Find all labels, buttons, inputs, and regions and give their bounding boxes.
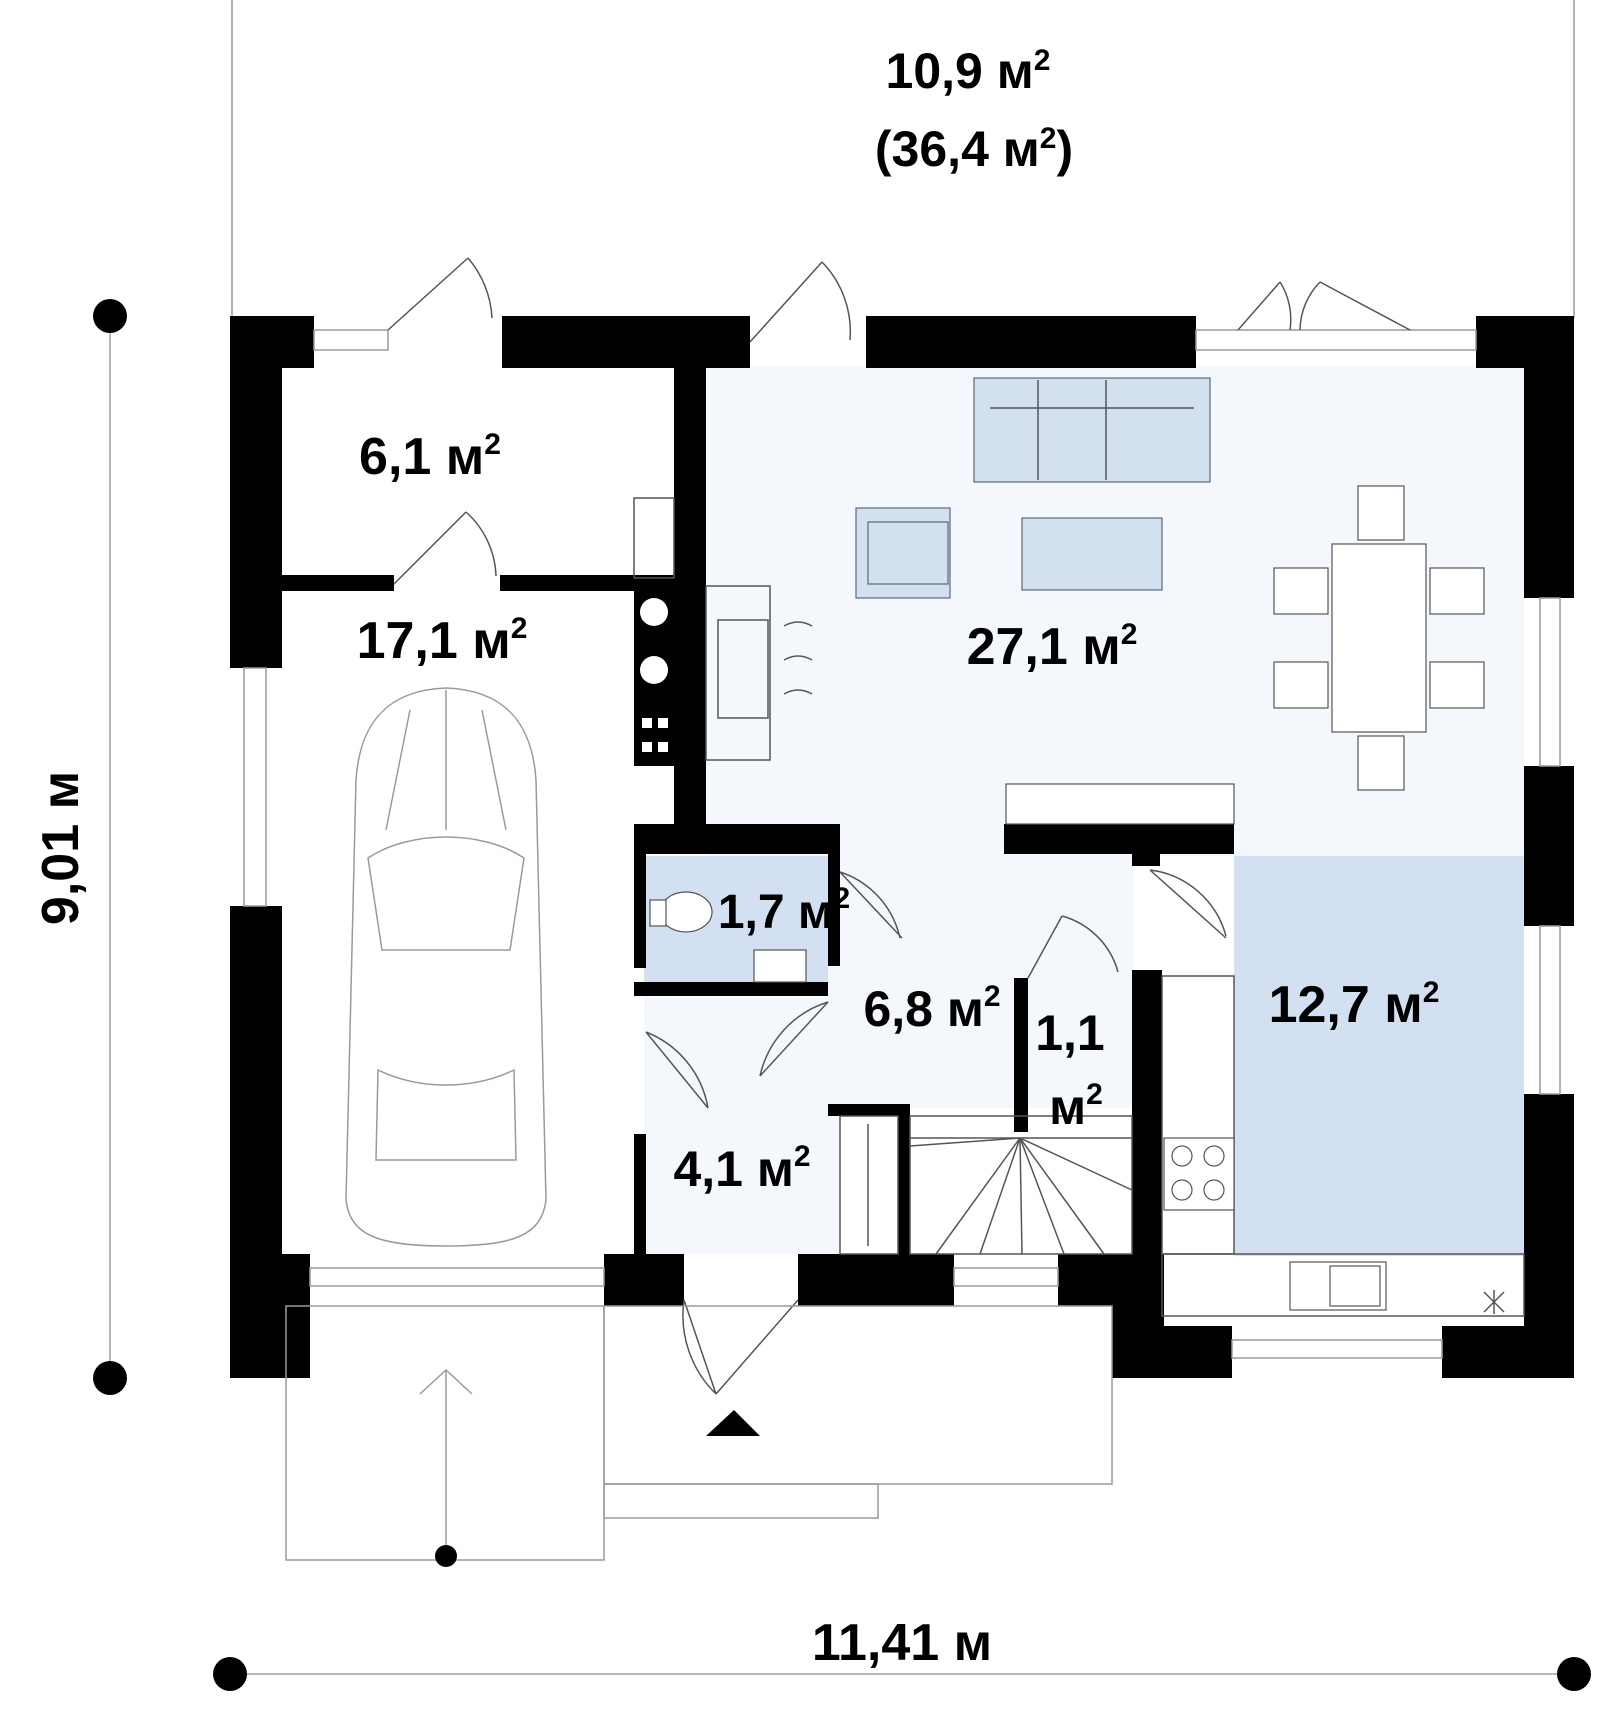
entrance-arrow-icon xyxy=(706,1410,760,1436)
windows xyxy=(243,329,1561,1359)
boiler-unit-icon xyxy=(634,590,674,766)
overall-width-label: 11,41 м xyxy=(812,1614,992,1672)
coffee-table-icon xyxy=(1021,517,1163,591)
dimension-vertical xyxy=(93,299,127,1395)
room-label-closet-line1: 1,1 xyxy=(1035,1005,1105,1061)
room-label-utility: 6,1 м2 xyxy=(359,428,501,486)
exterior-walls xyxy=(230,316,1574,1378)
wc-sink-icon xyxy=(753,949,807,983)
vestibule-floor xyxy=(644,998,840,1254)
driveway-marker xyxy=(435,1545,457,1567)
car-icon xyxy=(345,687,547,1247)
dining-table-icon xyxy=(1273,485,1485,791)
room-label-wc: 1,7 м2 xyxy=(718,882,850,939)
doors xyxy=(387,257,1411,1395)
sink-garage-icon xyxy=(633,497,675,579)
terrace-outline xyxy=(231,0,1575,318)
room-label-vestibule: 4,1 м2 xyxy=(673,1140,810,1197)
terrace-total-label: (36,4 м2) xyxy=(875,121,1073,177)
room-label-living: 27,1 м2 xyxy=(967,618,1138,676)
dimension-horizontal xyxy=(213,1657,1591,1691)
room-label-closet-line2: м2 xyxy=(1049,1078,1103,1135)
room-label-garage: 17,1 м2 xyxy=(357,612,528,670)
cooktop-icon xyxy=(1163,1137,1235,1211)
tv-console-icon xyxy=(1005,783,1235,825)
fan-icon xyxy=(1483,1290,1505,1314)
fireplace-icon xyxy=(705,585,813,761)
toilet-icon xyxy=(649,891,713,933)
room-label-hall: 6,8 м2 xyxy=(863,980,1000,1037)
room-label-kitchen: 12,7 м2 xyxy=(1269,976,1440,1034)
terrace-area-label: 10,9 м2 xyxy=(886,43,1051,99)
entrance-porch xyxy=(285,1305,1113,1567)
overall-depth-label: 9,01 м xyxy=(32,771,90,925)
staircase xyxy=(909,1115,1133,1255)
sofa-icon xyxy=(973,377,1211,483)
kitchen-floor xyxy=(1234,856,1524,1256)
armchair-icon xyxy=(855,507,951,599)
kitchen-sink-icon xyxy=(1289,1261,1387,1311)
kitchen-counter xyxy=(1161,975,1525,1317)
storage-shelves xyxy=(839,1115,899,1255)
